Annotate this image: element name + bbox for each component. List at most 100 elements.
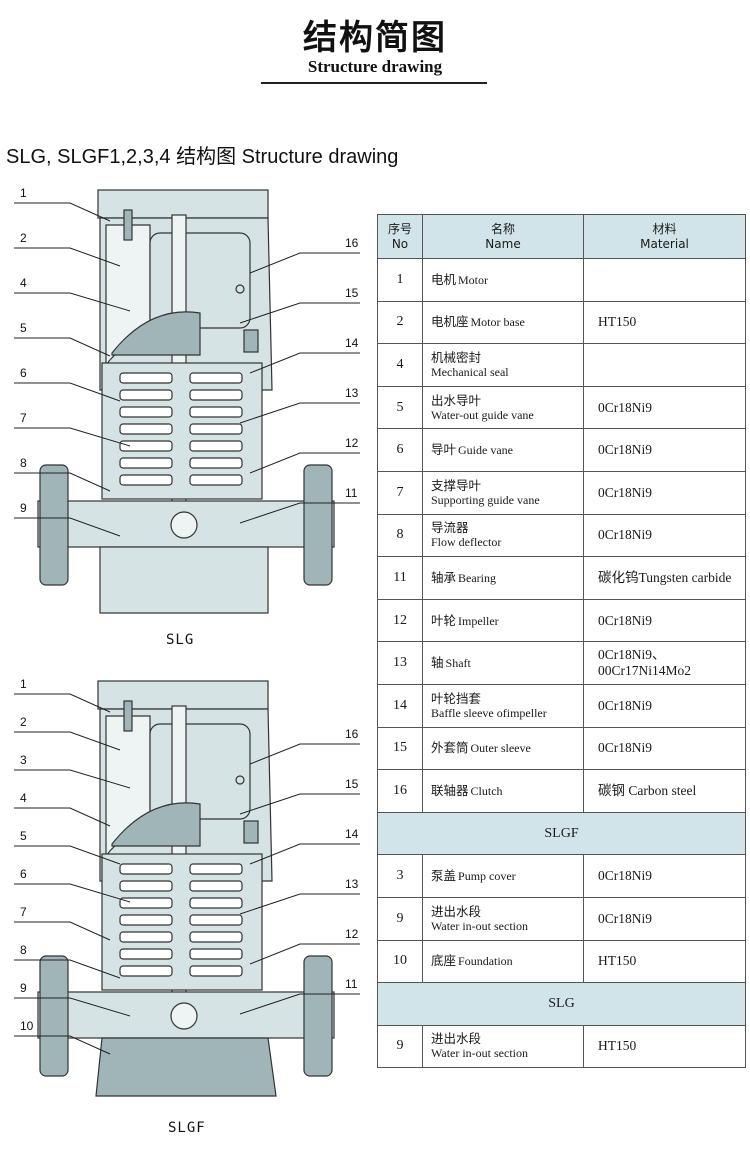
callout-number: 15 [345, 777, 359, 791]
callout-leader [14, 382, 121, 402]
title-cn: 结构简图 [303, 18, 447, 58]
outlet-flange [303, 955, 333, 1077]
callout-number: 1 [20, 186, 27, 200]
bolt [123, 700, 133, 732]
cell-material: 0Cr18Ni9 [583, 726, 746, 771]
callout-leader [14, 883, 131, 903]
callout-leader [14, 292, 131, 312]
cell-no: 8 [377, 513, 423, 558]
slgf-caption: SLGF [168, 1120, 206, 1136]
cell-no: 4 [377, 343, 423, 387]
callout-number: 7 [20, 411, 27, 425]
callout-number: 16 [345, 727, 359, 741]
callout-number: 14 [345, 827, 359, 841]
mechanical-seal [111, 311, 201, 356]
cell-no: 11 [377, 556, 423, 600]
bolt [243, 820, 259, 844]
section-subtitle: SLG, SLGF1,2,3,4 结构图 Structure drawing [6, 146, 399, 168]
impeller-stage [119, 457, 173, 469]
cell-material: 碳钢 Carbon steel [583, 769, 746, 813]
callout-leader [14, 427, 131, 447]
foundation [95, 1037, 277, 1097]
callout-number: 12 [345, 436, 359, 450]
callout-number: 8 [20, 456, 27, 470]
cell-no: 5 [377, 385, 423, 430]
section-label: SLGF [377, 811, 746, 856]
callout-leader [249, 843, 360, 865]
callout-number: 2 [20, 231, 27, 245]
callout-number: 2 [20, 715, 27, 729]
callout-leader [14, 517, 121, 537]
cell-no: 16 [377, 769, 423, 813]
page-header: 结构简图 Structure drawing [0, 18, 750, 76]
table-section-row: SLG [377, 982, 746, 1026]
cell-material [583, 343, 746, 387]
callout-leader [14, 202, 111, 222]
cell-material: 0Cr18Ni9 [583, 428, 746, 472]
cell-material: 0Cr18Ni9 [583, 470, 746, 515]
table-header-row: 序号 No 名称 Name 材料 Material [377, 214, 746, 259]
callout-number: 5 [20, 829, 27, 843]
col-header-no: 序号 No [377, 214, 423, 259]
cell-material: 碳化钨Tungsten carbide [583, 556, 746, 600]
callout-leader [249, 452, 360, 474]
impeller-stage [119, 440, 173, 452]
callout-number: 5 [20, 321, 27, 335]
callout-leader [14, 845, 121, 865]
callout-number: 3 [20, 753, 27, 767]
impeller-stage [119, 880, 173, 892]
cell-material: 0Cr18Ni9 [583, 854, 746, 898]
callout-leader [14, 247, 121, 267]
impeller-stage [189, 389, 243, 401]
section-label: SLG [377, 982, 746, 1026]
cell-no: 2 [377, 300, 423, 345]
callout-leader [14, 959, 121, 979]
bearing-nut [170, 511, 198, 539]
cell-no: 10 [377, 939, 423, 984]
callout-leader [239, 993, 360, 1015]
impeller-stage [119, 389, 173, 401]
impeller-stage [119, 474, 173, 486]
callout-number: 6 [20, 867, 27, 881]
impeller-stage [189, 897, 243, 909]
callout-leader [239, 402, 360, 424]
callout-leader [239, 502, 360, 524]
callout-leader [249, 743, 360, 765]
col-header-material: 材料 Material [583, 214, 746, 259]
impeller-stage [119, 931, 173, 943]
impeller-stage [189, 457, 243, 469]
callout-number: 9 [20, 501, 27, 515]
callout-leader [249, 252, 360, 274]
callout-leader [14, 472, 111, 492]
callout-number: 16 [345, 236, 359, 250]
cell-material: HT150 [583, 300, 746, 345]
title-underline [261, 82, 487, 84]
impeller-stage [189, 474, 243, 486]
callout-leader [14, 997, 131, 1017]
callout-leader [14, 731, 121, 751]
callout-number: 12 [345, 927, 359, 941]
impeller-stage [189, 914, 243, 926]
mechanical-seal [111, 802, 201, 847]
